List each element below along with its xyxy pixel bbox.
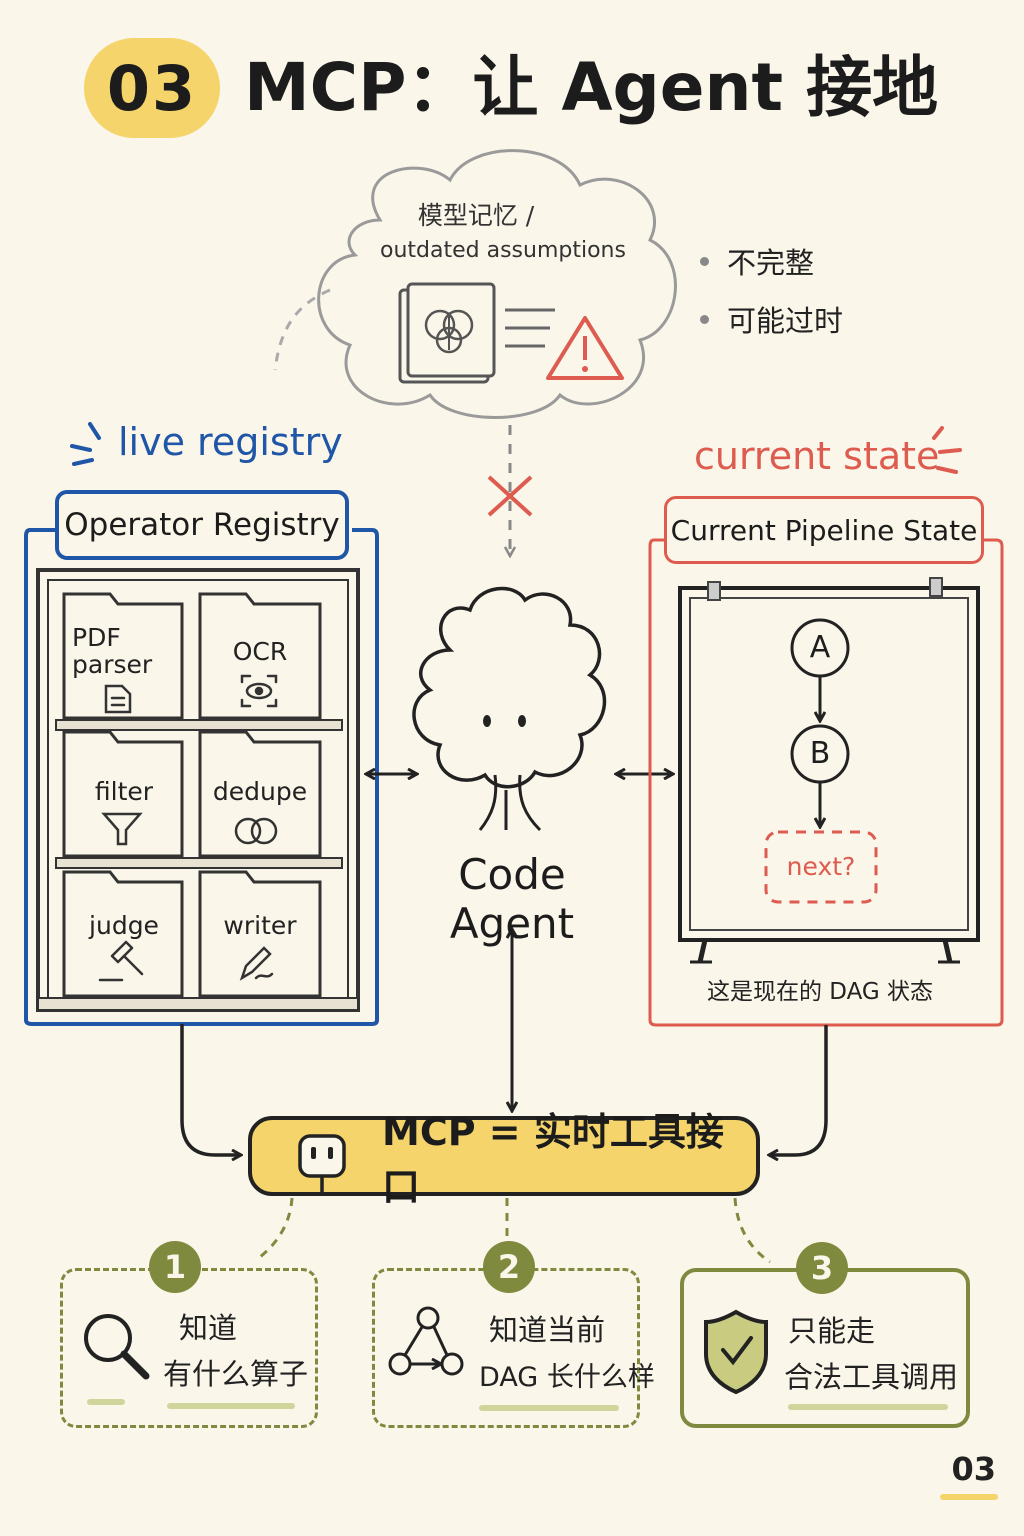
state-tag: current state — [694, 434, 940, 478]
card-line-2: 有什么算子 — [163, 1357, 309, 1391]
section-number: 03 — [106, 51, 198, 125]
card-line-1: 知道当前 — [489, 1313, 606, 1347]
dag-node-b-label: B — [809, 736, 831, 771]
mcp-label: MCP = 实时工具接口 — [382, 1110, 724, 1209]
state-title: Current Pipeline State — [664, 496, 984, 564]
list-item: 不完整 — [700, 232, 843, 290]
registry-title-text: Operator Registry — [64, 507, 340, 543]
card-underline — [167, 1403, 295, 1409]
card-line-2: DAG 长什么样 — [479, 1362, 655, 1393]
graph-icon — [388, 1306, 464, 1376]
benefit-card-1: 1 知道 有什么算子 — [60, 1241, 318, 1428]
operator-pdf-parser: PDF parser — [72, 623, 153, 679]
card-line-1: 知道 — [179, 1311, 238, 1345]
dag-node-a-label: A — [809, 630, 831, 665]
pen-icon — [239, 946, 274, 981]
state-title-text: Current Pipeline State — [670, 513, 978, 547]
card-underline — [87, 1399, 125, 1405]
eye-scan-icon — [240, 674, 278, 708]
dag-caption: 这是现在的 DAG 状态 — [706, 979, 934, 1005]
operator-writer: writer — [223, 911, 297, 940]
memory-issues-list: 不完整 可能过时 — [700, 232, 843, 348]
section-number-badge: 03 — [84, 38, 220, 138]
card-connectors — [255, 1197, 771, 1264]
brain-book-icon — [398, 282, 555, 384]
plug-icon — [298, 1134, 346, 1192]
benefit-card-3: 3 只能走 合法工具调用 — [680, 1242, 970, 1428]
registry-title: Operator Registry — [55, 490, 349, 560]
registry-tag: live registry — [118, 420, 343, 464]
card-number: 1 — [149, 1241, 201, 1293]
overlap-circles-icon — [234, 817, 278, 845]
registry-frame — [24, 528, 379, 1026]
warning-icon — [546, 316, 624, 380]
operator-folders — [62, 592, 322, 998]
benefit-card-2: 2 知道当前 DAG 长什么样 — [372, 1241, 655, 1428]
state-sparkle-icon — [932, 426, 962, 474]
funnel-icon — [101, 812, 143, 846]
code-agent-brain — [412, 586, 607, 832]
shield-check-icon — [704, 1309, 768, 1395]
card-number: 2 — [483, 1241, 535, 1293]
code-agent-label: Code Agent — [449, 850, 575, 948]
dag-next-label: next? — [786, 852, 856, 881]
card-underline — [788, 1404, 948, 1410]
registry-sparkle-icon — [70, 422, 101, 466]
operator-judge: judge — [89, 911, 159, 940]
cloud-line-1: 模型记忆 / — [417, 201, 535, 230]
cloud-line-2: outdated assumptions — [380, 238, 626, 263]
operator-ocr: OCR — [232, 637, 288, 666]
operator-filter: filter — [94, 777, 154, 806]
state-mcp-arrow — [770, 1025, 828, 1155]
operator-dedupe: dedupe — [212, 777, 308, 806]
blocked-arrow — [487, 425, 533, 555]
page-title: MCP：让 Agent 接地 — [244, 49, 939, 126]
registry-mcp-arrow — [180, 1024, 240, 1155]
gavel-icon — [98, 940, 144, 982]
mcp-interface-bar: MCP = 实时工具接口 — [248, 1110, 760, 1209]
card-underline — [479, 1405, 619, 1411]
page-number-underline — [940, 1494, 998, 1500]
card-line-2: 合法工具调用 — [784, 1360, 959, 1394]
dag-next-box — [764, 830, 878, 904]
card-number: 3 — [796, 1242, 848, 1294]
magnifier-icon — [84, 1314, 150, 1380]
page-number: 03 — [951, 1450, 996, 1488]
card-line-1: 只能走 — [788, 1314, 876, 1348]
document-icon — [104, 684, 132, 714]
list-item: 可能过时 — [700, 290, 843, 348]
